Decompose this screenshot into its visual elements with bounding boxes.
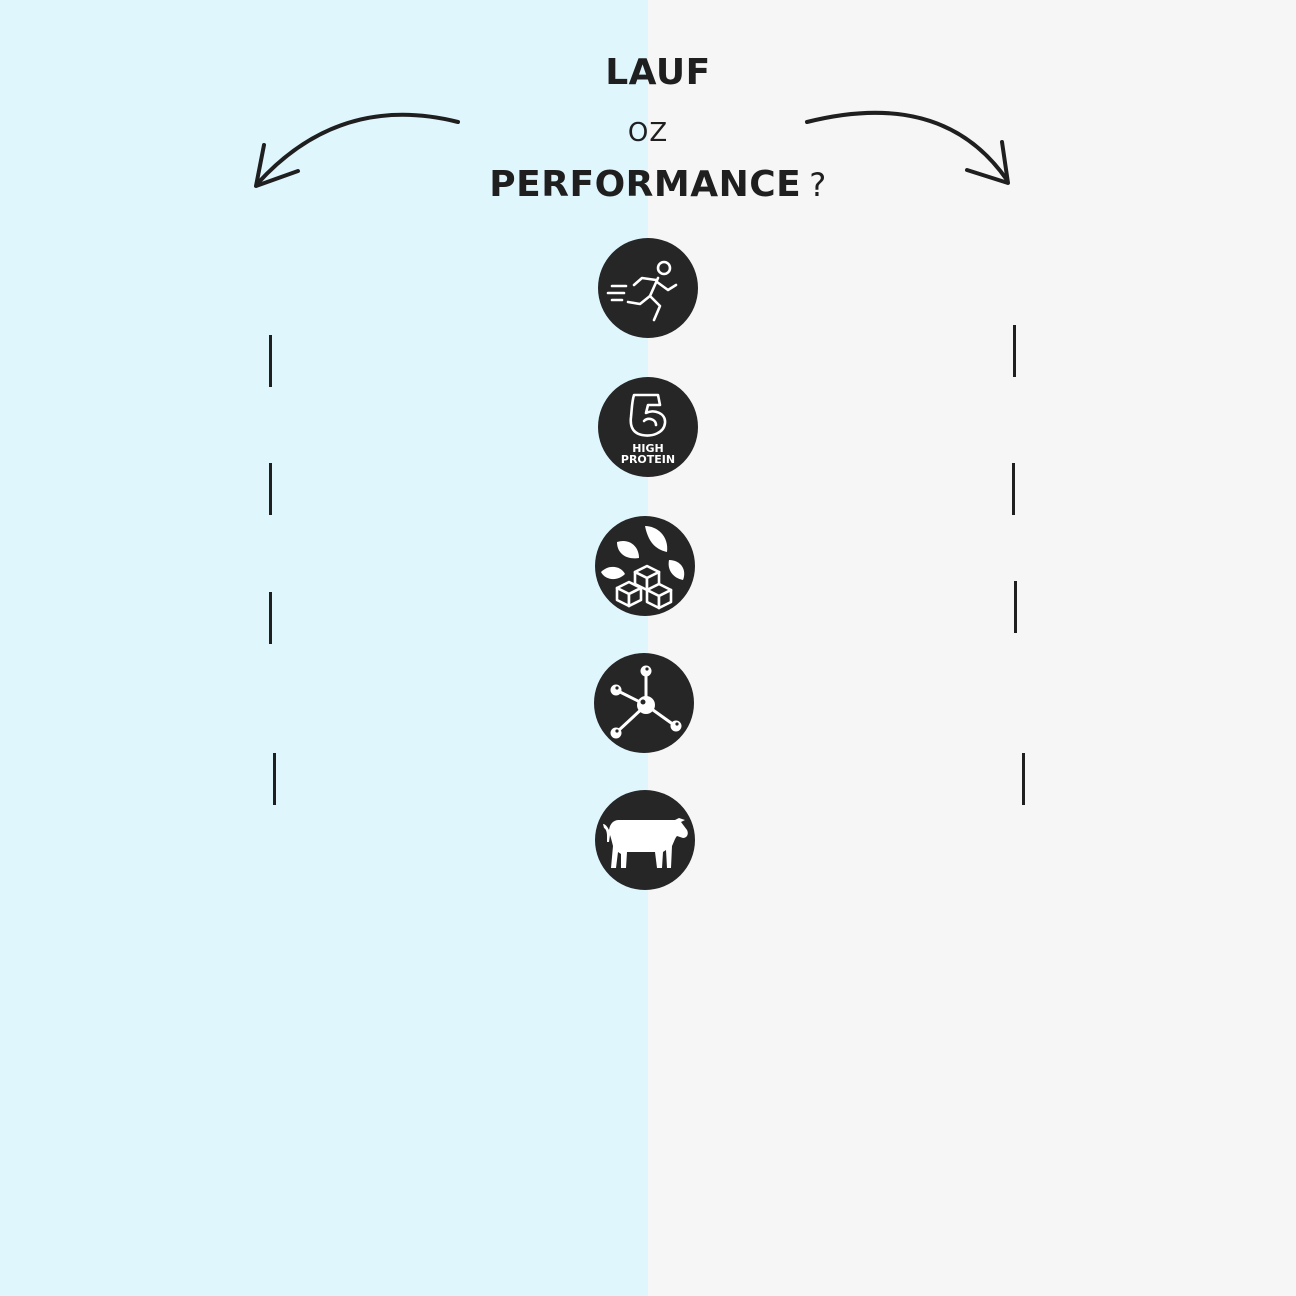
high-label: HIGH xyxy=(632,442,664,455)
cow-icon xyxy=(595,790,695,890)
left-divider-1 xyxy=(269,335,272,387)
heading-oz: OZ xyxy=(627,118,669,148)
flexed-arm-icon: HIGH PROTEIN xyxy=(598,377,698,477)
left-divider-4 xyxy=(273,753,276,805)
right-panel xyxy=(648,0,1296,1296)
question-mark: ? xyxy=(809,166,827,204)
right-divider-4 xyxy=(1022,753,1025,805)
leaves-and-cubes-icon xyxy=(595,516,695,616)
right-divider-2 xyxy=(1012,463,1015,515)
left-arrow-icon xyxy=(254,112,460,188)
right-divider-3 xyxy=(1014,581,1017,633)
heading-performance: PERFORMANCE? xyxy=(0,164,1296,205)
right-divider-1 xyxy=(1013,325,1016,377)
left-panel xyxy=(0,0,648,1296)
running-person-icon xyxy=(598,238,698,338)
left-divider-3 xyxy=(269,592,272,644)
protein-label: PROTEIN xyxy=(620,453,676,466)
heading-lauf: LAUF xyxy=(605,52,711,93)
heading-performance-text: PERFORMANCE xyxy=(489,164,802,205)
molecule-icon xyxy=(594,653,694,753)
left-divider-2 xyxy=(269,463,272,515)
right-arrow-icon xyxy=(805,110,1010,185)
